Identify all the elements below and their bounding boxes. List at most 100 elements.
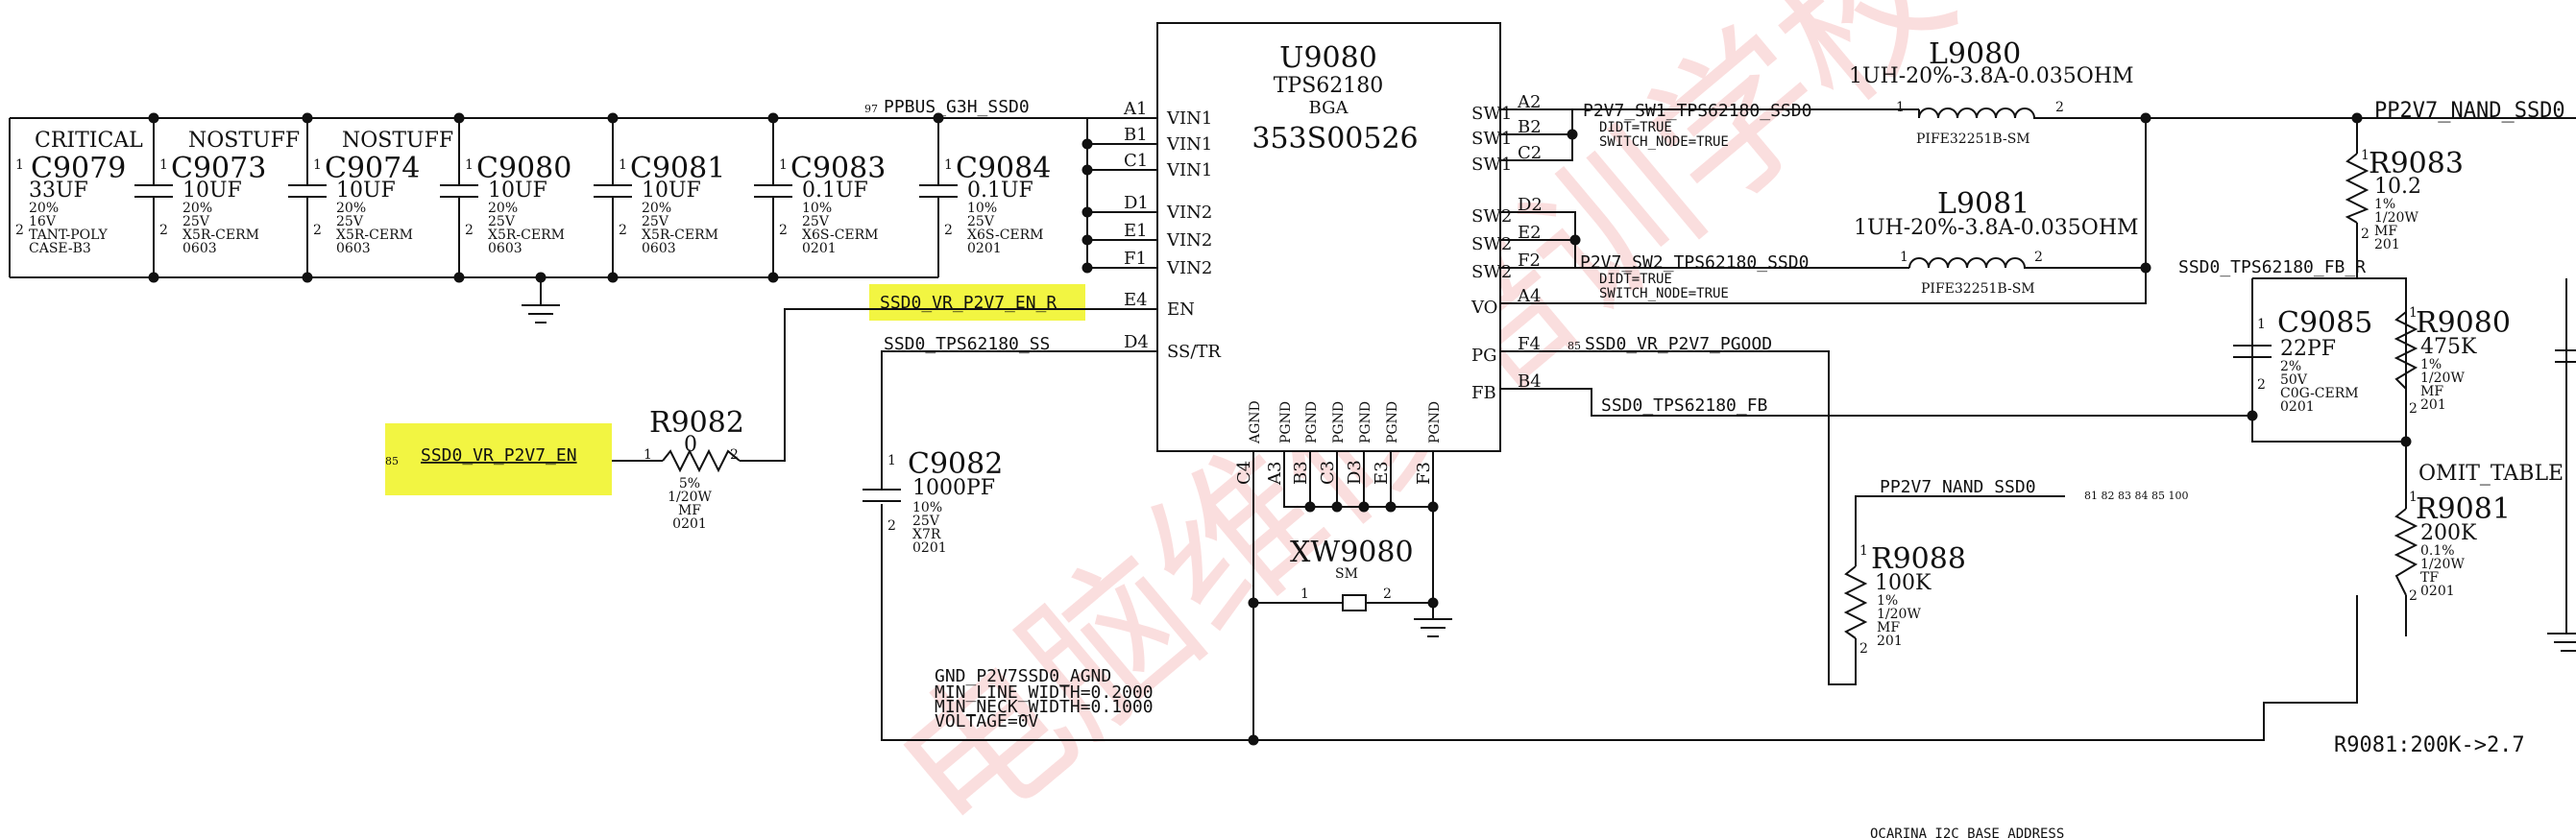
- pin-ball: C2: [1518, 143, 1542, 163]
- inductor-l9081: L9081 1UH-20%-3.8A-0.035OHM PIFE32251B-S…: [1854, 187, 2139, 297]
- svg-text:1: 1: [2409, 490, 2418, 505]
- pin-ball: B2: [1518, 117, 1542, 137]
- ground-icon: [1414, 618, 1452, 637]
- ic-part: TPS62180: [1274, 74, 1384, 98]
- cap-ref: C9074: [325, 152, 420, 185]
- c9082-value: 1000PF: [912, 476, 995, 500]
- pin-name: VIN1: [1166, 134, 1212, 155]
- highlight-en-r: [869, 284, 1085, 321]
- pin-ball: A4: [1517, 286, 1541, 306]
- svg-text:1: 1: [1859, 543, 1868, 559]
- svg-text:2: 2: [2055, 100, 2064, 115]
- net-page-ref: 97: [864, 103, 878, 115]
- c9085-value: 22PF: [2280, 337, 2336, 361]
- pin-ball: E4: [1124, 290, 1148, 310]
- pin-d3: PGND D3: [1345, 401, 1373, 485]
- cap-spec: 0603: [642, 241, 676, 256]
- cap-spec: 20%: [182, 201, 212, 216]
- cap-spec: X6S-CERM: [967, 227, 1044, 243]
- cap-spec: 25V: [336, 214, 364, 229]
- net-page-ref: 85: [1567, 340, 1581, 352]
- cap-ref: C9073: [171, 152, 266, 185]
- svg-text:2: 2: [2409, 588, 2418, 604]
- cap-value: 10UF: [488, 179, 547, 203]
- svg-text:MF: MF: [2374, 224, 2397, 239]
- svg-text:1: 1: [1300, 587, 1309, 602]
- pin-ball: D3: [1345, 460, 1365, 485]
- svg-text:1: 1: [1900, 250, 1908, 265]
- cap-value: 10UF: [336, 179, 396, 203]
- cap-spec: TANT-POLY: [29, 227, 108, 243]
- note-ocarina: OCARINA I2C BASE ADDRESS: [1870, 826, 2064, 838]
- net-sw2-didt: DIDT=TRUE: [1599, 272, 1672, 287]
- pin-name: PGND: [1304, 401, 1320, 443]
- cap-spec: 10%: [802, 201, 832, 216]
- pin-name: PGND: [1358, 401, 1373, 443]
- svg-text:201: 201: [2420, 397, 2446, 413]
- cap-spec: 0603: [488, 241, 522, 256]
- cap-value: 10UF: [642, 179, 701, 203]
- net-ssd0-tps62180-fb: SSD0_TPS62180_FB: [1601, 395, 1767, 416]
- ic-ref: U9080: [1279, 41, 1377, 75]
- net-page-refs: 81 82 83 84 85 100: [2084, 490, 2188, 502]
- resistor-r9083: R9083 10.2 1 2 1% 1/20W MF 201: [2345, 147, 2464, 252]
- ic-body: [1156, 22, 1501, 452]
- net-pp2v7-nand-ssd0-pg: PP2V7_NAND_SSD0: [1880, 477, 2036, 497]
- r9088-ref: R9088: [1871, 542, 1966, 576]
- svg-text:MF: MF: [678, 503, 701, 518]
- cap-value: 10UF: [182, 179, 242, 203]
- svg-text:2: 2: [465, 223, 474, 238]
- cap-value: 33UF: [29, 179, 88, 203]
- svg-text:2: 2: [730, 447, 739, 463]
- inductor-l9080: L9080 1UH-20%-3.8A-0.035OHM PIFE32251B-S…: [1849, 37, 2134, 147]
- c9082-ref: C9082: [908, 447, 1003, 481]
- pin-name: AGND: [1248, 400, 1263, 444]
- cap-spec: X5R-CERM: [488, 227, 565, 243]
- svg-text:2: 2: [2361, 227, 2369, 242]
- svg-text:C0G-CERM: C0G-CERM: [2280, 386, 2359, 401]
- pin-ball: F1: [1124, 249, 1147, 269]
- cap-spec: 0603: [336, 241, 371, 256]
- pin-ball: F4: [1518, 334, 1541, 354]
- c9085-ref: C9085: [2277, 306, 2372, 340]
- cap-ref: C9081: [630, 152, 725, 185]
- svg-text:1: 1: [944, 157, 953, 173]
- input-capacitors: CRITICALC90791233UF20%16VTANT-POLYCASE-B…: [15, 118, 1051, 277]
- pin-name: SW1: [1471, 104, 1512, 124]
- net-agnd-prop: MIN_NECK_WIDTH=0.1000: [935, 697, 1154, 717]
- cap-spec: 25V: [182, 214, 210, 229]
- cap-spec: X5R-CERM: [336, 227, 413, 243]
- r9083-specs: 1% 1/20W MF 201: [2374, 197, 2418, 252]
- svg-text:1%: 1%: [2420, 357, 2442, 372]
- cap-spec: 0201: [967, 241, 1002, 256]
- net-p2v7-sw1: P2V7_SW1_TPS62180_SSD0: [1583, 101, 1811, 121]
- r9080-ref: R9080: [2416, 306, 2511, 340]
- svg-text:201: 201: [2374, 237, 2400, 252]
- r9081-tag: OMIT_TABLE: [2418, 462, 2564, 486]
- pin-name: PGND: [1331, 401, 1347, 443]
- r9081-ref: R9081: [2416, 492, 2511, 526]
- pin-name: PGND: [1427, 401, 1443, 443]
- net-p2v7-sw2: P2V7_SW2_TPS62180_SSD0: [1580, 252, 1809, 273]
- svg-text:1: 1: [2409, 305, 2418, 321]
- svg-text:2: 2: [1859, 641, 1868, 657]
- pin-ball: B4: [1518, 371, 1542, 392]
- note-r9081: R9081:200K->2.7: [2334, 733, 2525, 757]
- svg-text:1: 1: [159, 157, 168, 173]
- svg-text:1: 1: [313, 157, 322, 173]
- cap-tag: NOSTUFF: [188, 129, 300, 153]
